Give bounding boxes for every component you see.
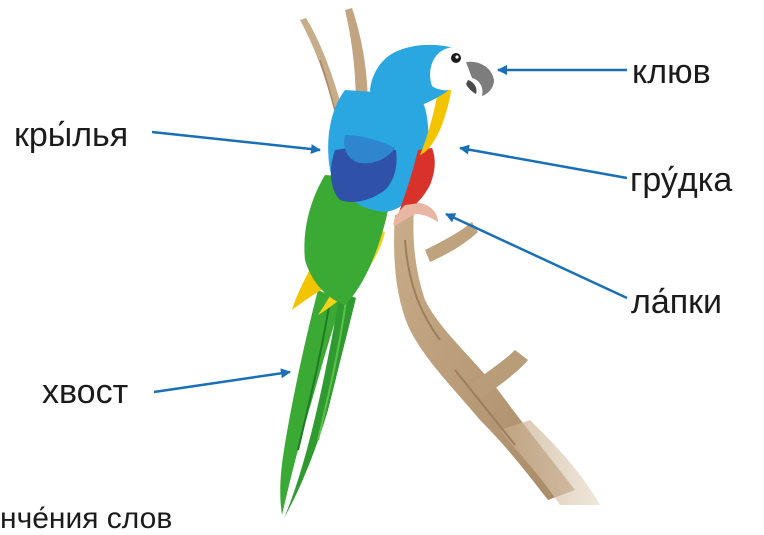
tail	[280, 290, 356, 518]
cut-off-caption: нче́ния слов	[0, 504, 172, 534]
label-beak: клюв	[632, 55, 711, 89]
parrot-body	[292, 45, 494, 315]
arrow-breast	[460, 148, 627, 178]
label-feet: ла́пки	[631, 285, 722, 319]
label-wings: кры́лья	[14, 118, 128, 152]
arrow-wings	[152, 132, 320, 150]
label-tail: хвост	[42, 375, 128, 409]
arrow-tail	[154, 372, 290, 392]
label-breast: гру́дка	[630, 163, 732, 197]
arrow-feet	[446, 214, 627, 298]
